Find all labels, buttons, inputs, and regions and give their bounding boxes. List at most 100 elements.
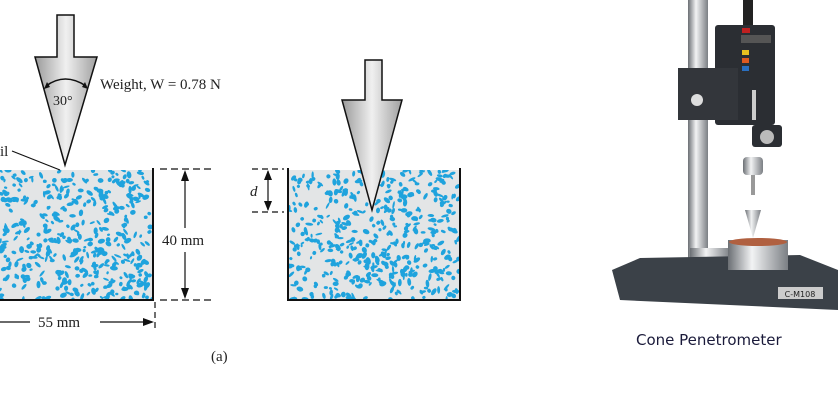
soil-grain (391, 265, 395, 273)
soil-grain (298, 202, 303, 207)
height-dimension (160, 168, 212, 301)
soil-grain (442, 170, 449, 173)
soil-grain (296, 251, 301, 257)
photo-caption: Cone Penetrometer (636, 331, 782, 349)
soil-grain (90, 250, 98, 254)
soil-grain (336, 179, 341, 186)
soil-grain (15, 230, 22, 235)
soil-grain (93, 202, 97, 207)
soil-grain (56, 170, 62, 174)
soil-grain (65, 291, 72, 295)
soil-grain (94, 246, 99, 251)
soil-grain (430, 230, 437, 235)
soil-grain (51, 183, 56, 187)
soil-grain (82, 248, 86, 253)
soil-grain (91, 261, 96, 267)
soil-grain (129, 199, 134, 204)
width-label: 55 mm (38, 315, 80, 331)
soil-grain (89, 221, 95, 225)
soil-grain (400, 188, 407, 192)
soil-grain (98, 263, 105, 269)
soil-grain (406, 260, 412, 265)
soil-grain (397, 198, 403, 203)
soil-grain (338, 260, 343, 265)
soil-grain (82, 271, 89, 278)
soil-grain (312, 218, 317, 223)
soil-grain (144, 241, 150, 246)
soil-grain (43, 225, 48, 233)
soil-grain (122, 174, 127, 180)
soil-grain (12, 183, 16, 187)
soil-grain (370, 265, 375, 273)
soil-grain (444, 287, 448, 292)
soil-grain (127, 284, 131, 288)
soil-grain (147, 211, 152, 216)
soil-grain (64, 265, 71, 269)
soil-grain (23, 227, 30, 233)
soil-grain (36, 280, 41, 289)
soil-grain (110, 170, 115, 175)
soil-grain (427, 182, 433, 187)
soil-grain (305, 267, 311, 273)
soil-grain (392, 259, 399, 264)
soil-grain (2, 246, 7, 249)
soil-grain (433, 197, 438, 203)
soil-grain (107, 170, 113, 173)
soil-grain (75, 249, 80, 254)
base-plate-label (778, 287, 823, 299)
soil-grain (430, 288, 437, 296)
soil-grain (354, 258, 359, 262)
soil-grain (366, 275, 372, 281)
soil-grain (363, 279, 371, 284)
soil-grain (19, 246, 25, 254)
soil-grain (75, 273, 80, 278)
soil-grain (333, 262, 338, 267)
soil-grain (352, 170, 356, 177)
soil-grain (448, 203, 453, 208)
soil-grain (345, 261, 350, 265)
soil-grain (315, 232, 323, 236)
soil-grain (319, 219, 324, 224)
soil-grain (361, 252, 367, 259)
soil-grain (440, 276, 444, 282)
soil-grain (91, 282, 95, 285)
soil-grain (113, 236, 119, 243)
soil-grain (354, 179, 363, 184)
soil-grain (384, 264, 389, 270)
soil-grain (332, 281, 339, 287)
soil-grain (27, 243, 32, 249)
soil-grain (435, 228, 439, 233)
soil-grain (375, 269, 383, 273)
soil-grain (66, 224, 70, 228)
figure-label: (a) (211, 349, 228, 365)
soil-grain (125, 178, 130, 184)
soil-grain (437, 170, 442, 174)
soil-grain (316, 239, 321, 244)
soil-grain (335, 248, 341, 251)
soil-grain (87, 241, 93, 247)
soil-grain (365, 243, 370, 248)
soil-grain (390, 280, 396, 287)
soil-grain (130, 202, 135, 209)
soil-grain (145, 295, 149, 300)
soil-grain (97, 178, 104, 183)
soil-grain (407, 277, 412, 286)
soil-grain (454, 239, 457, 245)
soil-grain (5, 257, 11, 263)
soil-grain (36, 253, 41, 258)
soil-grain (289, 263, 295, 268)
soil-grain (456, 256, 459, 262)
soil-grain (371, 223, 376, 228)
soil-grain (31, 177, 34, 183)
soil-grain (43, 238, 48, 243)
soil-grain (386, 176, 390, 182)
soil-grain (335, 220, 340, 226)
soil-grain (430, 189, 438, 193)
soil-grain (430, 244, 436, 247)
soil-grain (348, 208, 353, 211)
soil-grain (4, 191, 10, 197)
soil-grain (436, 218, 444, 223)
soil-grain (79, 268, 84, 273)
soil-grain (147, 230, 152, 234)
soil-grain (97, 247, 105, 252)
